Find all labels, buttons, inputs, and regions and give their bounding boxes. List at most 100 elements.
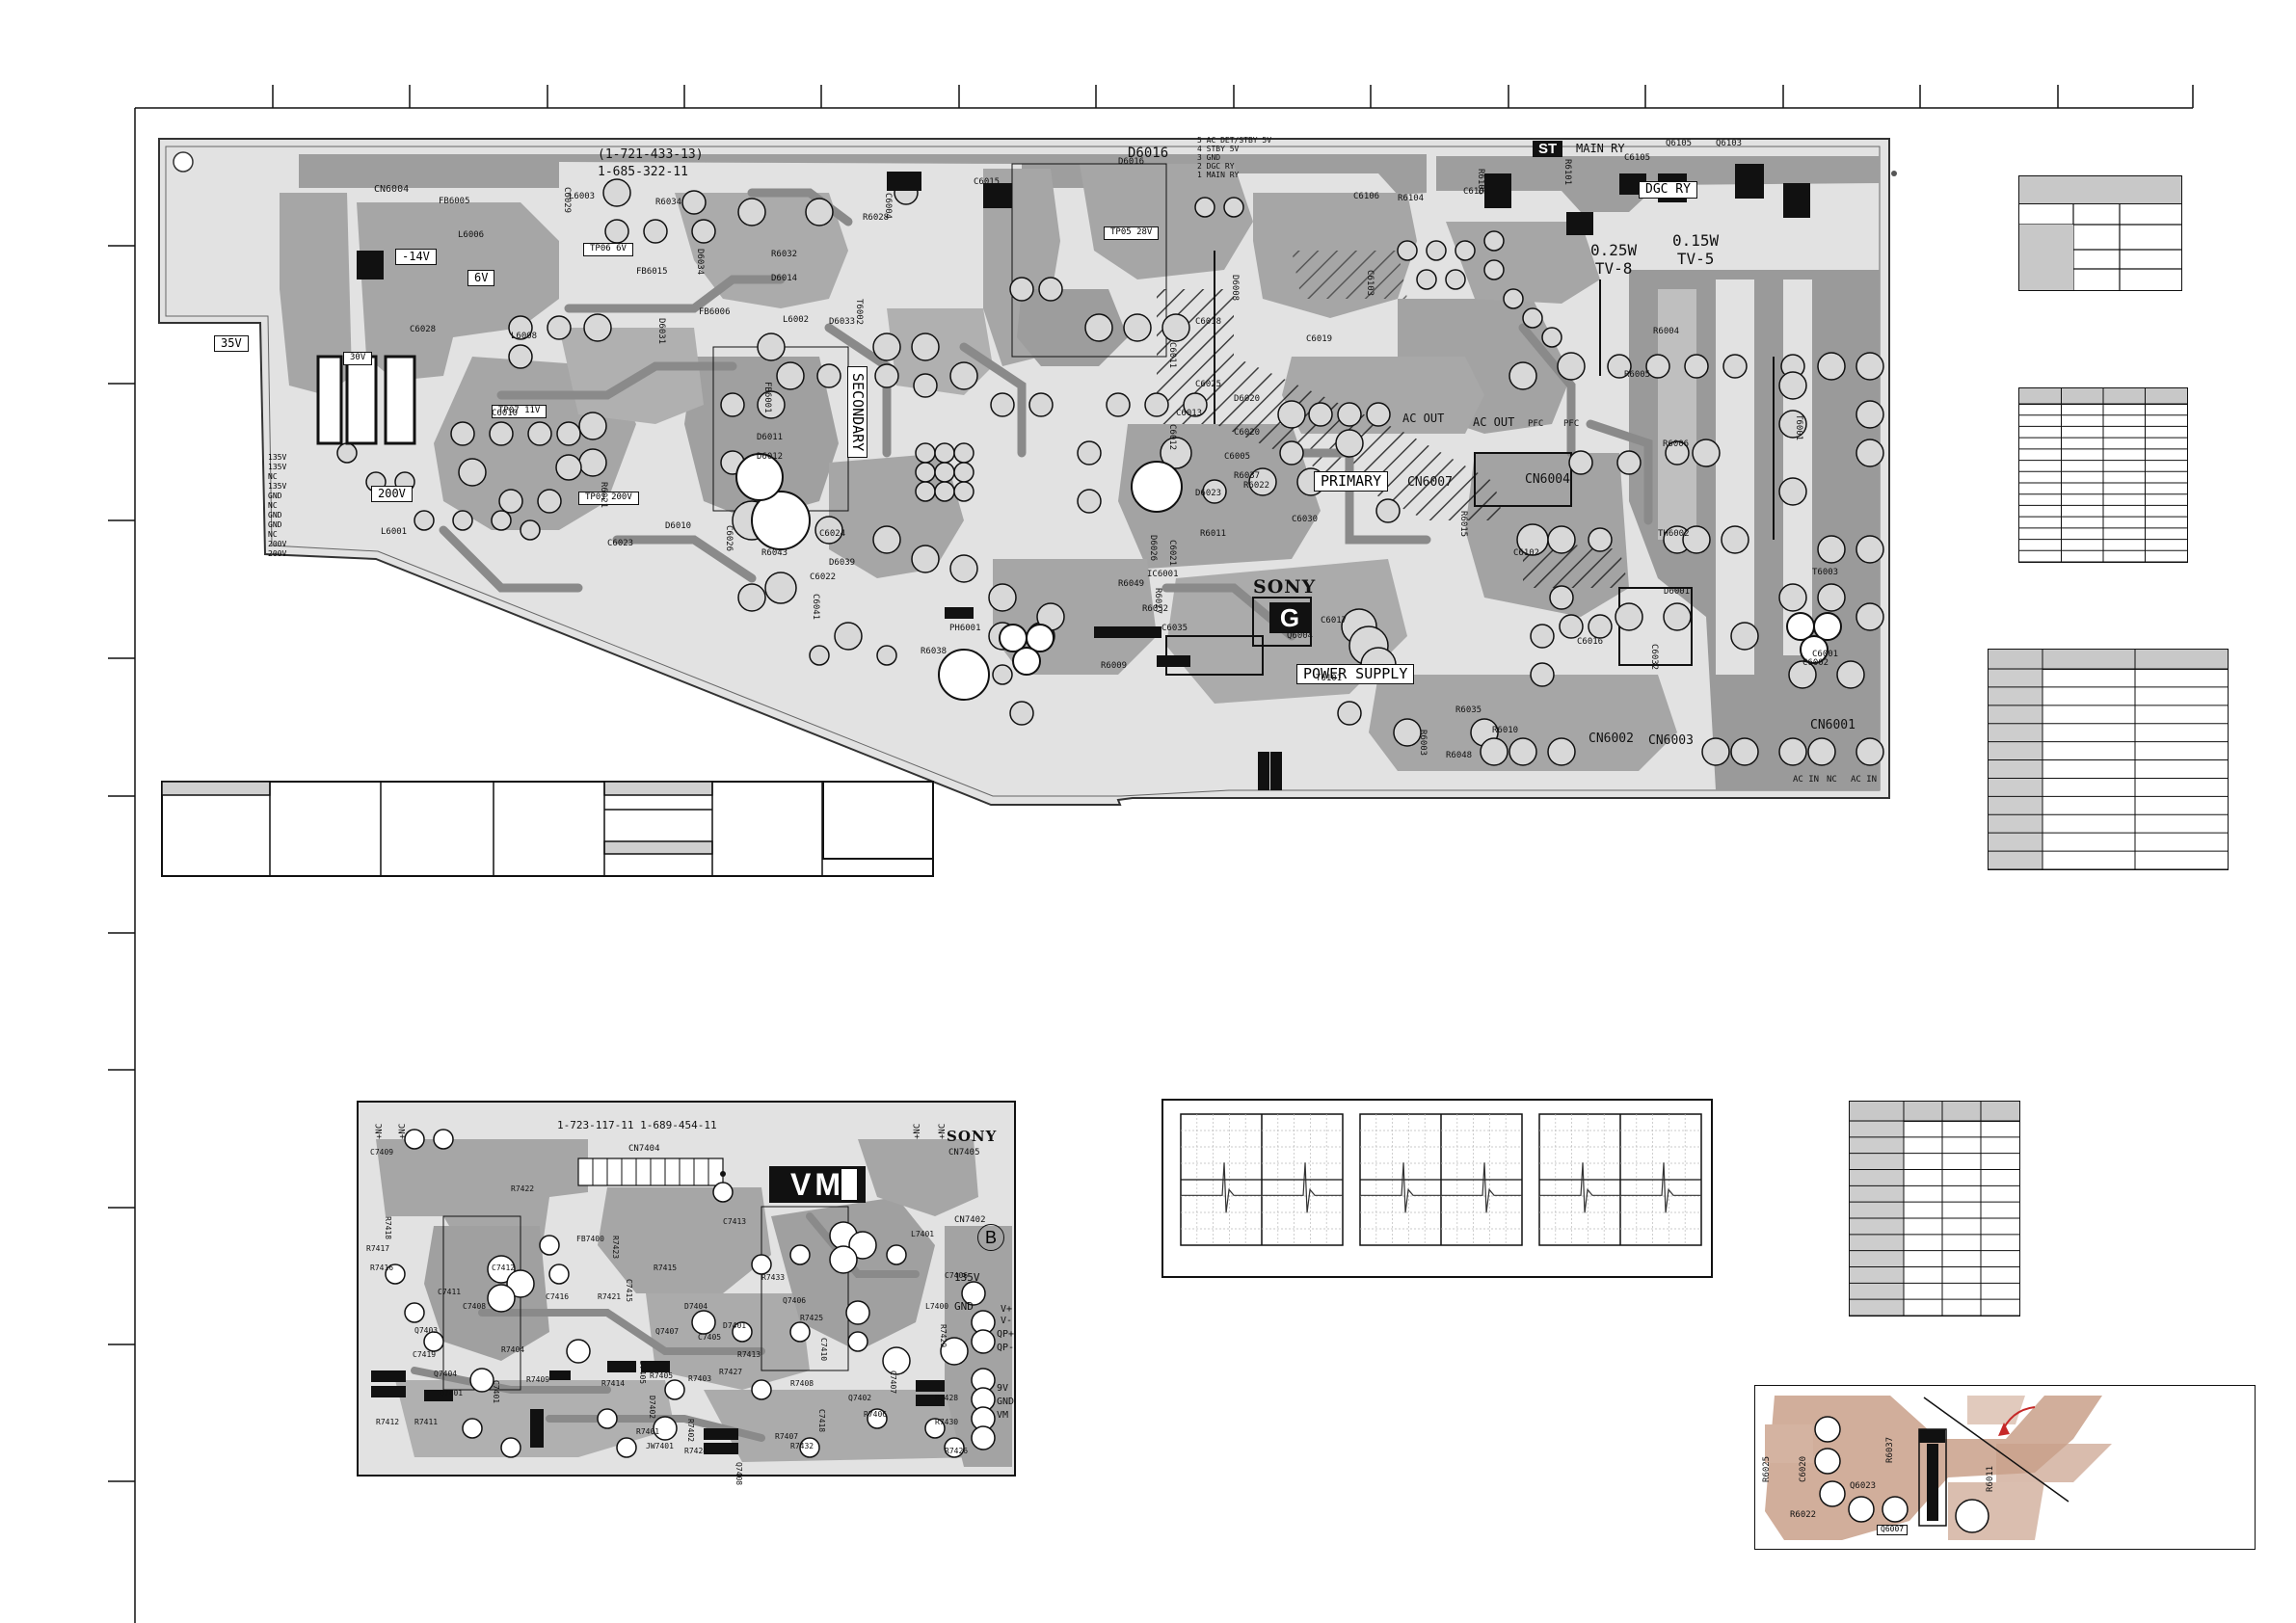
solder-pad <box>1160 437 1192 469</box>
component-label: R7402 <box>686 1419 695 1443</box>
solder-pad <box>452 510 473 531</box>
scope-waveform <box>1181 1162 1343 1213</box>
solder-pad <box>414 510 435 531</box>
solder-pad <box>1778 583 1807 612</box>
component-label: C6026 <box>724 525 734 552</box>
connector-label: CN7405 <box>948 1148 980 1157</box>
component-label: C7411 <box>438 1288 462 1296</box>
connector-pin-label: 135V <box>268 453 287 462</box>
component-label: D6034 <box>695 249 705 276</box>
vm-board-artwork <box>357 1101 1016 1477</box>
component-label: C7412 <box>492 1264 516 1272</box>
testpoint-label: TP05 28V <box>1104 226 1160 240</box>
solder-pad <box>643 219 668 244</box>
solder-pad <box>944 1437 965 1458</box>
component-label: R6052 <box>1142 604 1169 614</box>
component-label: D6031 <box>656 318 666 345</box>
board-notes-table <box>161 781 934 877</box>
component-label: C6032 <box>1649 644 1659 671</box>
main-board-artwork <box>158 138 1897 806</box>
solder-pad <box>1855 352 1884 381</box>
solder-pad <box>1530 624 1555 649</box>
solder-pad <box>1397 240 1418 261</box>
solder-pad <box>385 1264 406 1285</box>
component-label: Q6103 <box>1716 139 1743 148</box>
component-label: C7406 <box>945 1271 969 1280</box>
component-label: D7402 <box>648 1396 656 1420</box>
solder-pad <box>1106 392 1131 417</box>
component-label: D6023 <box>1195 489 1222 498</box>
component-label: R6048 <box>1446 751 1473 760</box>
component-label: R6034 <box>655 198 682 207</box>
solder-pad <box>876 645 897 666</box>
component-label: C7415 <box>625 1279 633 1303</box>
component-label: C6035 <box>1161 624 1188 633</box>
component-label: FB7400 <box>576 1235 604 1243</box>
solder-pad <box>1009 701 1034 726</box>
solder-pad <box>578 412 607 440</box>
component-label: R6011 <box>1986 1465 1995 1492</box>
solder-pad <box>1730 737 1759 766</box>
component-label: C6106 <box>1353 192 1380 201</box>
component-label: D6014 <box>771 274 798 283</box>
component-label: R7425 <box>800 1314 824 1322</box>
component-label: C6017 <box>1321 616 1348 625</box>
component-label: D6016 <box>1118 157 1145 167</box>
solder-pad <box>847 1331 868 1352</box>
component-label: D6020 <box>1234 394 1261 404</box>
component-label: C6010 <box>492 409 519 418</box>
solder-pad <box>720 392 745 417</box>
oscilloscope-traces <box>1180 1113 1702 1246</box>
solder-pad <box>1375 498 1401 523</box>
component-label: C6005 <box>1224 452 1251 462</box>
power-rating-1: 0.25W TV-8 <box>1590 241 1637 278</box>
solder-pad <box>1335 429 1364 458</box>
solder-pad <box>1817 352 1846 381</box>
solder-pad <box>1183 392 1208 417</box>
component-label: D7401 <box>723 1321 747 1330</box>
component-label: C6013 <box>1176 409 1203 418</box>
solder-pad <box>737 583 766 612</box>
connector-label: CN6003 <box>1648 733 1694 748</box>
transformer-lobe <box>1813 612 1842 641</box>
component-label: PH6001 <box>949 624 981 633</box>
component-label: R6028 <box>863 213 890 223</box>
component-label: C6015 <box>974 177 1001 187</box>
component-label: R7417 <box>366 1244 390 1253</box>
connector-pin-label: GND <box>268 520 282 529</box>
component-label: R7412 <box>376 1418 400 1426</box>
component-label: R6009 <box>1101 661 1128 671</box>
component-label: TH6002 <box>1658 529 1690 539</box>
solder-pad <box>691 1310 716 1335</box>
solder-pad <box>886 1244 907 1265</box>
pin-label: GND <box>954 1300 974 1313</box>
component-label: C6020 <box>1799 1455 1808 1482</box>
component-label: R7406 <box>864 1410 888 1419</box>
component-label: R6032 <box>771 250 798 259</box>
solder-pad <box>953 481 974 502</box>
solder-pad <box>423 1331 444 1352</box>
solder-pad <box>1559 614 1584 639</box>
solder-pad <box>1161 313 1190 342</box>
solder-pad <box>1692 439 1721 467</box>
relay-pin-label: 2 DGC RY <box>1197 162 1235 171</box>
connector-pin-label: NC <box>1827 775 1837 785</box>
component-label: C7409 <box>370 1148 394 1157</box>
solder-pad <box>555 454 582 481</box>
connector-pin-label: 200V <box>268 549 287 558</box>
solder-pad <box>1817 583 1846 612</box>
solder-pad <box>469 1368 494 1393</box>
component-label: R6043 <box>761 548 788 558</box>
testpoint-label: TP01 200V <box>578 492 639 505</box>
solder-pad <box>433 1129 454 1150</box>
side-pin-label: +NC <box>375 1123 385 1139</box>
main-board-part-number: (1-721-433-13) <box>598 147 704 162</box>
solder-pad <box>829 1245 858 1274</box>
main-board-part-number: 1-685-322-11 <box>598 165 688 179</box>
solder-pad <box>1541 327 1562 348</box>
solder-pad <box>1508 737 1537 766</box>
solder-pad <box>1077 489 1102 514</box>
voltage-tag: 200V <box>371 486 413 503</box>
solder-pad <box>604 219 629 244</box>
component-label: IC6001 <box>1147 570 1179 579</box>
